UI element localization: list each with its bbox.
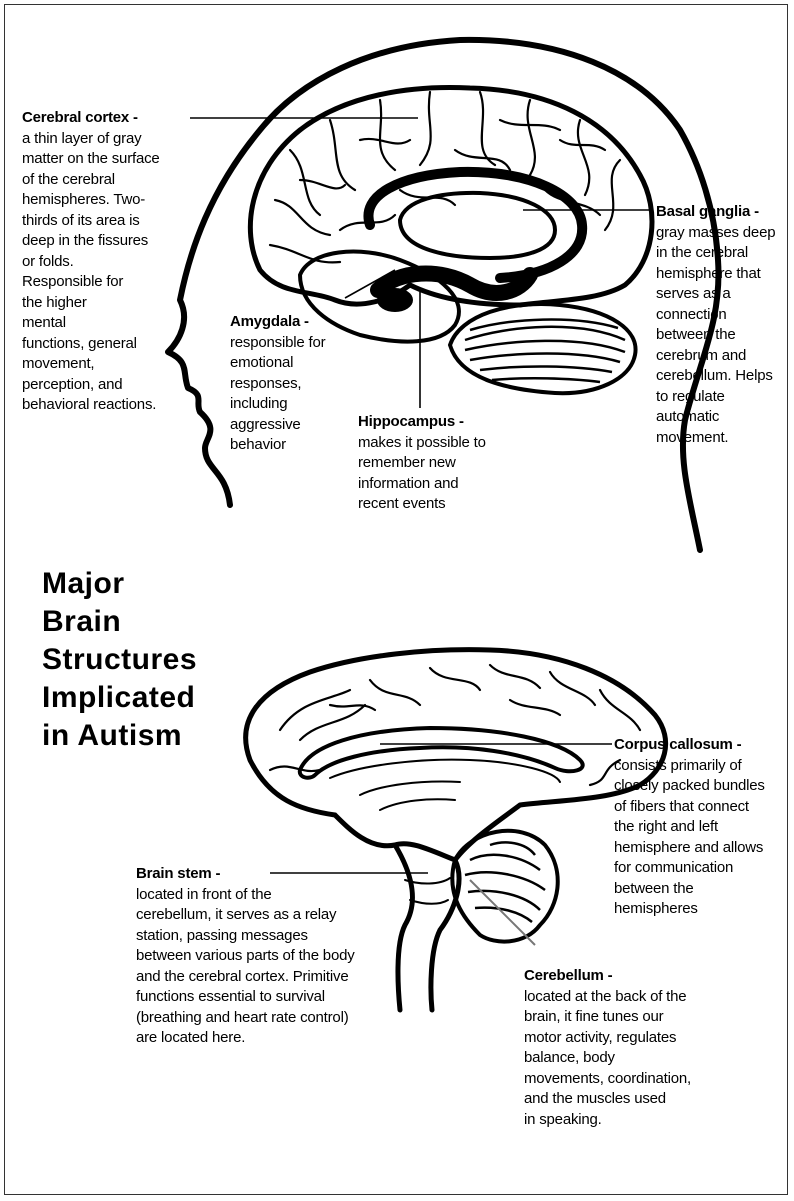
label-hippocampus: Hippocampus - makes it possible to remem…: [358, 412, 528, 515]
label-amygdala: Amygdala - responsible for emotional res…: [230, 312, 350, 456]
cerebellum-upper: [450, 304, 636, 393]
corpus-callosum-desc: consists primarily of closely packed bun…: [614, 756, 792, 920]
cerebellum-desc: located at the back of the brain, it fin…: [524, 987, 744, 1131]
cerebral-cortex-term: Cerebral cortex -: [22, 108, 212, 129]
amygdala-desc: responsible for emotional responses, inc…: [230, 333, 350, 456]
label-cerebellum: Cerebellum - located at the back of the …: [524, 966, 744, 1130]
label-brain-stem: Brain stem - located in front of the cer…: [136, 864, 406, 1049]
cerebellum-term: Cerebellum -: [524, 966, 744, 987]
label-cerebral-cortex: Cerebral cortex - a thin layer of gray m…: [22, 108, 212, 416]
label-basal-ganglia: Basal ganglia - gray masses deep in the …: [656, 202, 792, 448]
cerebrum-upper: [250, 87, 652, 341]
brain-stem-term: Brain stem -: [136, 864, 406, 885]
hippocampus-desc: makes it possible to remember new inform…: [358, 433, 528, 515]
label-corpus-callosum: Corpus callosum - consists primarily of …: [614, 735, 792, 920]
hippocampus-term: Hippocampus -: [358, 412, 528, 433]
corpus-callosum-term: Corpus callosum -: [614, 735, 792, 756]
basal-ganglia-term: Basal ganglia -: [656, 202, 792, 223]
page-title: Major Brain Structures Implicated in Aut…: [42, 565, 197, 755]
brain-stem-desc: located in front of the cerebellum, it s…: [136, 885, 406, 1049]
amygdala-term: Amygdala -: [230, 312, 350, 333]
cerebral-cortex-desc: a thin layer of gray matter on the surfa…: [22, 129, 212, 416]
basal-ganglia-desc: gray masses deep in the cerebral hemisph…: [656, 223, 792, 449]
